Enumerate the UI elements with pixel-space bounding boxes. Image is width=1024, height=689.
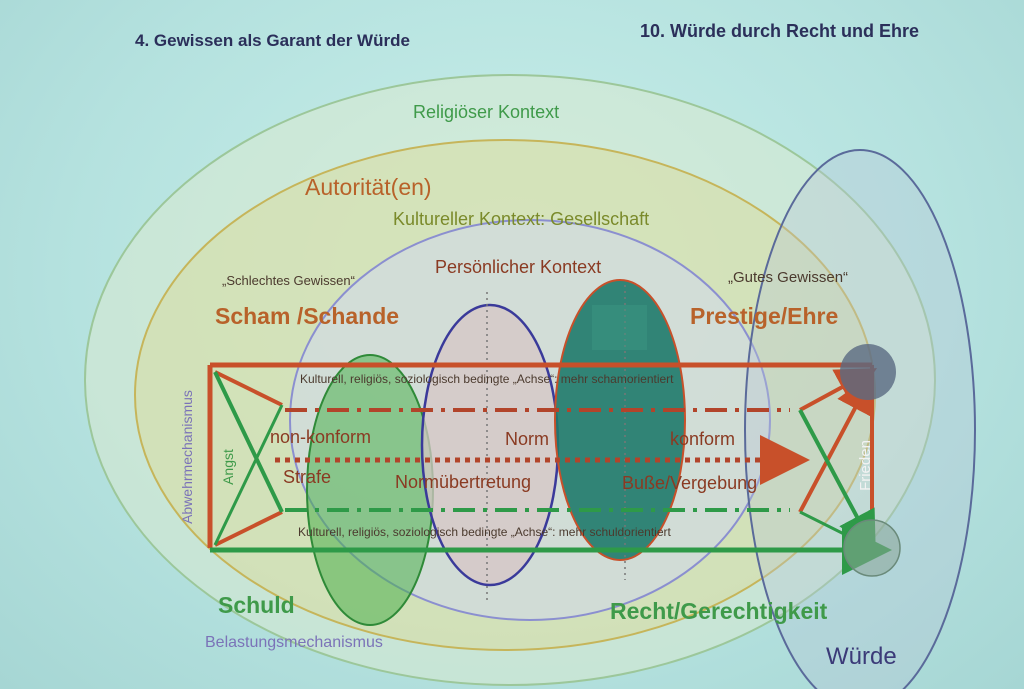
penance-label: Buße/Vergebung	[622, 473, 758, 493]
bad-conscience-label: „Schlechtes Gewissen“	[222, 273, 355, 288]
bottom-axis-text: Kulturell, religiös, soziologisch beding…	[298, 525, 671, 539]
fear-label: Angst	[219, 449, 236, 485]
cultural-context-label: Kultureller Kontext: Gesellschaft	[393, 209, 650, 229]
left-header: 4. Gewissen als Garant der Würde	[135, 31, 410, 50]
prestige-circle	[840, 344, 896, 400]
top-axis-text: Kulturell, religiös, soziologisch beding…	[300, 372, 674, 386]
religious-context-label: Religiöser Kontext	[413, 102, 560, 122]
violation-label: Normübertretung	[395, 472, 532, 492]
left-cross-red	[214, 370, 283, 407]
right-header-pre: 10. Würde durch	[640, 21, 787, 41]
left-cross-red-2	[214, 510, 283, 547]
nonconform-label: non-konform	[270, 427, 372, 447]
dignity-ellipse	[744, 149, 976, 689]
burden-label: Belastungsmechanismus	[205, 634, 383, 651]
pressure-blur-text	[592, 305, 647, 350]
footer-strip	[0, 677, 1024, 689]
prestige-label: Prestige/Ehre	[690, 303, 839, 329]
justice-label: Recht/Gerechtigkeit	[610, 598, 828, 624]
norm-label: Norm	[505, 429, 549, 449]
shame-label: Scham /Schande	[215, 303, 400, 329]
conform-label: konform	[670, 429, 736, 449]
peace-label: Frieden	[856, 440, 874, 491]
dignity-label: Würde	[826, 643, 897, 670]
right-cross-red-2	[798, 372, 874, 513]
pressure-ellipse	[554, 279, 686, 561]
guilt-label: Schuld	[218, 592, 295, 618]
personal-context-label: Persönlicher Kontext	[435, 257, 602, 277]
left-cross-green	[213, 371, 284, 513]
good-conscience-label: „Gutes Gewissen“	[728, 269, 849, 286]
defense-label: Abwehrmechanismus	[178, 390, 195, 524]
right-header: 10. Würde durch Recht und Ehre	[640, 22, 919, 40]
left-cross-green-2	[213, 404, 284, 546]
justice-circle	[843, 519, 901, 577]
right-header-bold: Recht und Ehre	[786, 21, 920, 41]
punishment-label: Strafe	[283, 467, 332, 487]
authorities-label: Autorität(en)	[305, 174, 432, 200]
